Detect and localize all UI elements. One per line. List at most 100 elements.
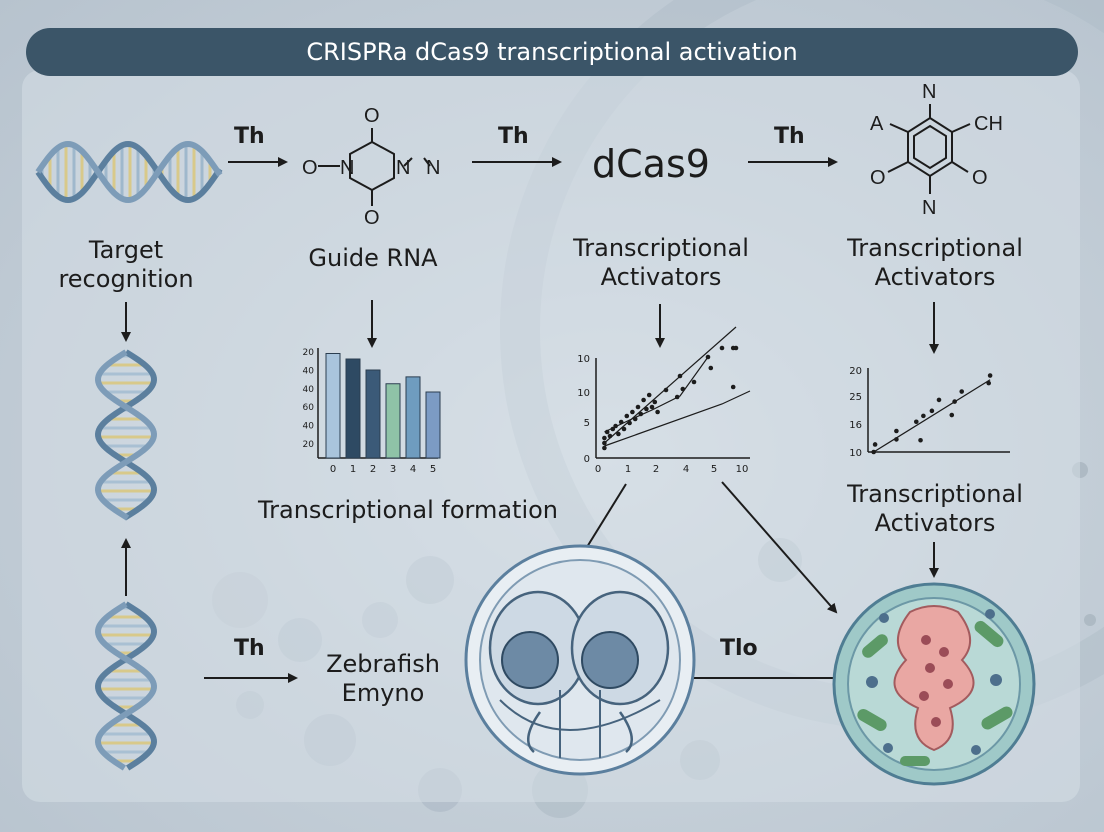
x-tick-label: 0 (595, 464, 601, 475)
data-point (677, 373, 683, 379)
data-point (986, 380, 991, 386)
data-point (894, 437, 899, 442)
trend-line (604, 390, 751, 447)
y-tick-label: 40 (303, 366, 315, 376)
y-tick-label: 0 (584, 454, 590, 465)
transcriptional-activators-label: Transcriptional Activators (847, 480, 1023, 537)
atom-label: N (922, 81, 937, 103)
data-point (627, 420, 632, 426)
atom-label: O (972, 167, 988, 189)
data-point (655, 409, 660, 415)
atom-label: O (302, 157, 318, 179)
atom-label: O (364, 105, 380, 127)
arrow-label: Th (234, 124, 265, 149)
data-point (929, 408, 935, 414)
dcas9-label: dCas9 (592, 142, 710, 186)
data-point (604, 429, 610, 435)
data-point (602, 445, 607, 451)
diagram-title: CRISPRa dCas9 transcriptional activation (306, 38, 798, 66)
data-point (652, 399, 658, 405)
title-bar: CRISPRa dCas9 transcriptional activation (26, 28, 1078, 76)
y-tick-label: 25 (849, 392, 862, 403)
bar (345, 358, 361, 459)
y-tick-label: 60 (303, 403, 315, 413)
activator-molecule-icon (887, 104, 971, 194)
y-tick-label: 16 (849, 420, 862, 431)
dna-strand (95, 349, 157, 521)
dna-helix-vertical-icon (95, 601, 157, 771)
data-point (644, 406, 649, 412)
dna-strand (95, 349, 157, 521)
scatter-chart-activators-2: 20 25 16 10 (849, 366, 1010, 459)
y-tick-label: 10 (849, 448, 862, 459)
dna-helix-horizontal-icon (35, 140, 223, 204)
data-point (708, 365, 714, 371)
data-point (691, 379, 697, 385)
data-point (663, 387, 669, 393)
data-point (630, 409, 635, 415)
data-point (602, 435, 607, 441)
y-tick-label: 20 (849, 366, 862, 377)
guide-rna-label: Guide RNA (308, 244, 438, 272)
atom-label: N (922, 197, 937, 219)
data-point (987, 373, 993, 378)
guide-rna-molecule-icon (318, 128, 431, 206)
x-tick-label: 1 (350, 464, 356, 475)
data-point (607, 433, 613, 439)
zebrafish-embryo-illustration (464, 544, 696, 776)
atom-label: N (340, 157, 355, 179)
data-point (613, 423, 618, 429)
data-point (730, 384, 736, 390)
arrow-label: Th (774, 124, 805, 149)
data-point (649, 404, 655, 410)
y-tick-label: 5 (584, 418, 590, 429)
atom-label: O (870, 167, 886, 189)
data-point (641, 397, 646, 403)
y-tick-label: 40 (303, 385, 315, 395)
bar (385, 383, 401, 459)
dna-strand (95, 601, 157, 771)
data-point (959, 389, 965, 394)
x-tick-label: 2 (653, 464, 659, 475)
transcriptional-activators-label: Transcriptional Activators (573, 234, 749, 291)
arrow-label: Th (234, 636, 265, 661)
x-tick-label: 2 (370, 464, 376, 475)
data-point (646, 392, 652, 398)
dna-strand (95, 601, 157, 771)
data-point (936, 397, 942, 403)
bar (425, 391, 441, 459)
cell-illustration (832, 582, 1036, 786)
data-point (952, 399, 957, 404)
atom-label: N (396, 157, 411, 179)
data-point (719, 345, 725, 351)
dna-helix-vertical-icon (95, 349, 157, 521)
data-point (871, 449, 876, 455)
transcriptional-formation-label: Transcriptional formation (258, 496, 558, 524)
data-point (921, 413, 926, 419)
data-point (638, 411, 644, 417)
data-point (624, 413, 630, 419)
data-point (913, 419, 919, 425)
data-point (602, 440, 607, 446)
arrow-chart-to-cell (721, 481, 838, 614)
y-tick-label: 20 (303, 440, 315, 450)
atom-label: N (426, 157, 441, 179)
y-tick-label: 40 (303, 422, 315, 432)
bar (325, 353, 341, 459)
bar (405, 376, 421, 459)
data-point (680, 386, 686, 392)
atom-label: O (364, 207, 380, 229)
data-point (618, 419, 624, 425)
x-tick-label: 4 (410, 464, 416, 475)
y-tick-label: 20 (303, 348, 315, 358)
atom-label: A (870, 113, 884, 135)
data-point (733, 345, 739, 351)
data-point (616, 431, 621, 437)
data-point (674, 394, 680, 400)
data-point (918, 437, 923, 443)
arrow-label: Tlo (720, 636, 758, 661)
dna-strand (35, 140, 223, 204)
x-tick-label: 3 (390, 464, 396, 475)
